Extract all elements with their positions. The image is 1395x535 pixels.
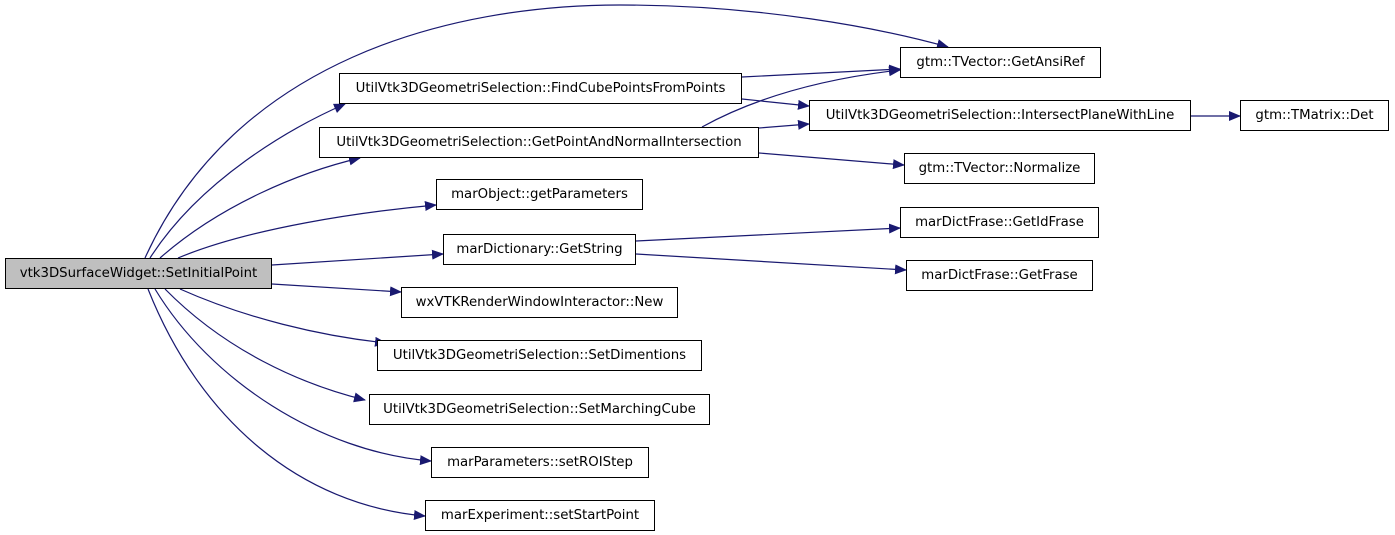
- node-intersect-plane-with-line[interactable]: UtilVtk3DGeometriSelection::IntersectPla…: [809, 100, 1191, 131]
- node-normalize[interactable]: gtm::TVector::Normalize: [904, 153, 1095, 184]
- node-tmatrix-det[interactable]: gtm::TMatrix::Det: [1240, 100, 1389, 131]
- node-set-roi-step[interactable]: marParameters::setROIStep: [431, 447, 649, 478]
- node-get-frase[interactable]: marDictFrase::GetFrase: [906, 260, 1093, 291]
- node-get-string[interactable]: marDictionary::GetString: [443, 234, 636, 265]
- node-get-parameters[interactable]: marObject::getParameters: [436, 179, 643, 210]
- edge-root-to-setroi: [154, 288, 432, 466]
- node-get-point-and-normal-intersection[interactable]: UtilVtk3DGeometriSelection::GetPointAndN…: [319, 127, 759, 158]
- node-set-start-point[interactable]: marExperiment::setStartPoint: [425, 500, 655, 531]
- node-set-marching-cube[interactable]: UtilVtk3DGeometriSelection::SetMarchingC…: [369, 394, 710, 425]
- edge-root-to-ansiref: [144, 4, 949, 259]
- node-wx-vtk-render-window-interactor-new[interactable]: wxVTKRenderWindowInteractor::New: [401, 287, 678, 318]
- node-get-id-frase[interactable]: marDictFrase::GetIdFrase: [900, 207, 1099, 238]
- node-find-cube-points-from-points[interactable]: UtilVtk3DGeometriSelection::FindCubePoin…: [339, 73, 742, 104]
- edge-getpoint-to-ansiref: [701, 66, 901, 128]
- edge-getpoint-to-intersect: [758, 119, 810, 130]
- node-set-initial-point[interactable]: vtk3DSurfaceWidget::SetInitialPoint: [5, 258, 272, 289]
- edge-root-to-wxnew: [271, 283, 402, 297]
- edge-root-to-setmarch: [164, 288, 366, 403]
- edge-root-to-setdim: [179, 288, 387, 347]
- edge-findcube-to-intersect: [741, 98, 810, 110]
- edge-getstring-to-getfrase: [635, 253, 907, 275]
- edge-root-to-getstring: [271, 249, 444, 266]
- edge-root-to-setstart: [147, 288, 426, 521]
- edge-getstring-to-getidfrase: [635, 223, 901, 242]
- edge-getpoint-to-normalize: [758, 152, 905, 170]
- edge-root-to-getparams: [177, 201, 437, 259]
- edge-root-to-getpoint: [159, 155, 361, 259]
- edge-root-to-findcube: [149, 103, 346, 259]
- node-set-dimentions[interactable]: UtilVtk3DGeometriSelection::SetDimention…: [377, 340, 702, 371]
- node-get-ansi-ref[interactable]: gtm::TVector::GetAnsiRef: [900, 47, 1101, 78]
- edge-findcube-to-ansiref: [741, 64, 901, 78]
